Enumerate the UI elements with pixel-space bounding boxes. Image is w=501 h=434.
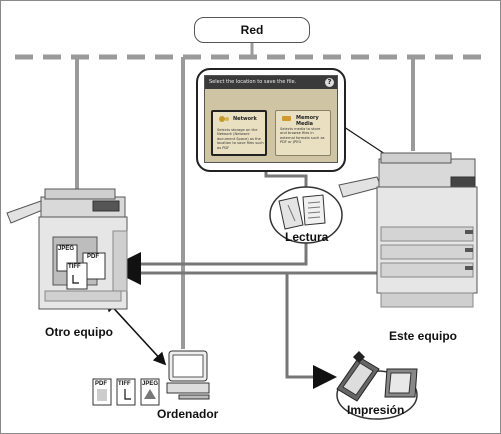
control-panel-screen: Select the location to save the file. ? … [204,75,338,163]
other-computer-exchange-arrow [104,298,167,366]
this-device-label: Este equipo [389,329,458,343]
help-button[interactable]: ? [325,78,334,87]
network-icon [219,116,229,122]
network-button-desc: Selects storage on the Network (Network … [217,128,264,150]
other-tiff-label: TIFF [68,264,81,270]
memory-media-button-desc: Selects media to store and browse files … [280,127,325,145]
computer-label: Ordenador [157,407,219,421]
other-pdf-label: PDF [87,254,99,260]
network-label: Red [240,23,264,37]
reading-label: Lectura [285,230,329,244]
lectura-to-other-arrow [117,239,308,276]
network-storage-button[interactable]: Network Selects storage on the Network (… [211,110,267,156]
printing-label: Impresión [347,403,405,417]
screen-title-bar: Select the location to save the file. ? [205,76,337,89]
computer-tiff-label: TIFF [118,381,131,387]
computer-pdf-label: PDF [95,381,107,387]
other-device-label: Otro equipo [45,325,113,339]
computer-jpeg-label: JPEG [142,381,159,387]
screen-title: Select the location to save the file. [209,79,297,85]
memory-media-button[interactable]: Memory Media Selects media to store and … [275,110,331,156]
popup-pointer [334,120,442,192]
memory-media-button-label: Memory Media [296,115,319,127]
network-button-label: Network [233,116,257,122]
memory-media-icon [282,116,291,121]
other-jpeg-label: JPEG [58,246,75,252]
network-label-box: Red [194,17,310,43]
print-arrow [285,273,337,389]
